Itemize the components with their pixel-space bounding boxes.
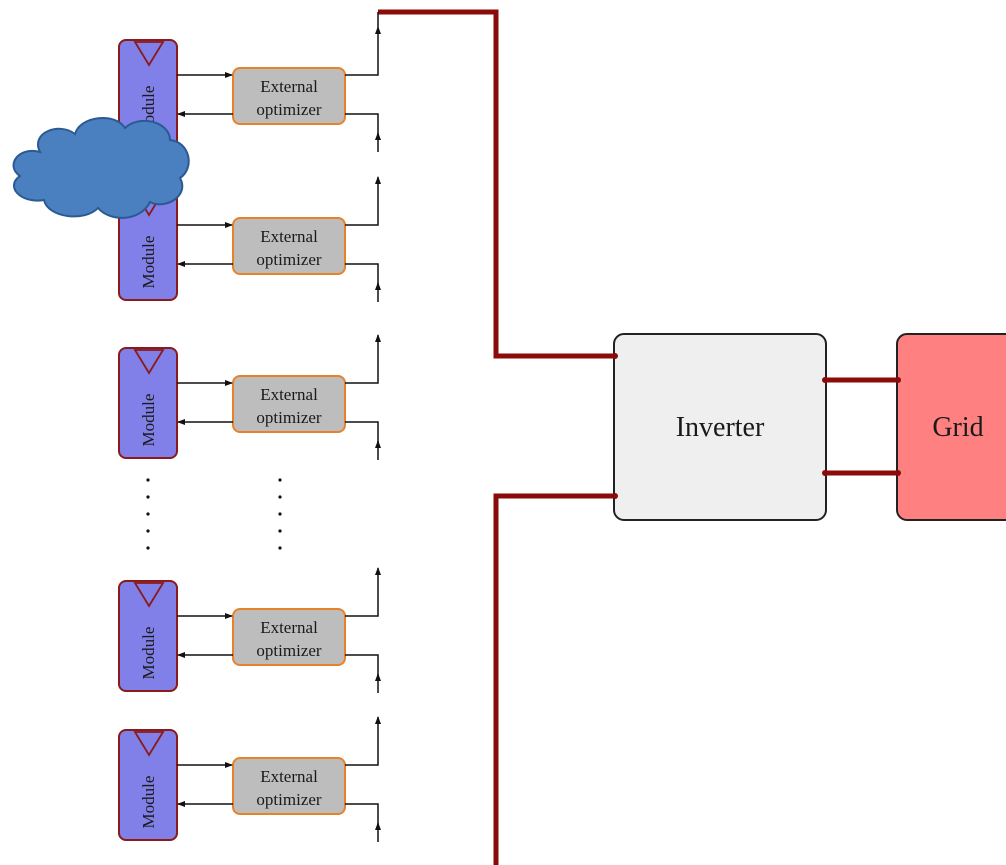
optimizer-label-line2: optimizer — [256, 100, 321, 119]
inverter-block: Inverter — [613, 333, 827, 521]
module-panel — [118, 729, 178, 841]
optimizer-box — [232, 375, 346, 433]
module-label: Module — [139, 236, 158, 289]
module-unit: Module External optimizer — [118, 716, 381, 842]
dc-bus-negative — [493, 493, 615, 865]
optimizer-box — [232, 67, 346, 125]
optimizer-label-line1: External — [260, 227, 318, 246]
module-label: Module — [139, 627, 158, 680]
cloud-icon — [12, 116, 190, 219]
string-wire-down — [345, 263, 379, 302]
string-wire-down — [345, 803, 379, 842]
module-panel — [118, 347, 178, 459]
module-unit: Module External optimizer — [118, 334, 381, 460]
module-symbol-icon — [133, 582, 165, 608]
inverter-label: Inverter — [676, 412, 765, 443]
grid-label: Grid — [932, 412, 983, 443]
optimizer-label-line1: External — [260, 77, 318, 96]
optimizer-label-line1: External — [260, 767, 318, 786]
module-label: Module — [139, 394, 158, 447]
string-wire-up — [345, 716, 381, 766]
optimizer-label-line1: External — [260, 618, 318, 637]
ellipsis-modules — [146, 478, 150, 550]
string-wire-up — [345, 567, 381, 617]
optimizer-box — [232, 608, 346, 666]
string-wire-down — [345, 113, 379, 152]
string-wire-up — [345, 26, 381, 76]
optimizer-box — [232, 217, 346, 275]
ellipsis-optimizers — [278, 478, 282, 550]
string-wire-up — [345, 334, 381, 384]
optimizer-label-line2: optimizer — [256, 790, 321, 809]
grid-block: Grid — [896, 333, 1006, 521]
module-symbol-icon — [133, 731, 165, 757]
string-wire-down — [345, 421, 379, 460]
module-unit: Module External optimizer — [118, 567, 381, 693]
dc-bus — [378, 9, 615, 865]
string-wire-up — [345, 176, 381, 226]
optimizer-label-line2: optimizer — [256, 641, 321, 660]
module-symbol-icon — [133, 349, 165, 375]
string-wire-down — [345, 654, 379, 693]
optimizer-label-line2: optimizer — [256, 408, 321, 427]
ac-lines — [825, 377, 898, 476]
module-panel — [118, 580, 178, 692]
optimizer-label-line2: optimizer — [256, 250, 321, 269]
optimizer-box — [232, 757, 346, 815]
terminal-dots — [612, 353, 901, 499]
dc-bus-positive — [378, 9, 615, 359]
optimizer-label-line1: External — [260, 385, 318, 404]
module-label: Module — [139, 776, 158, 829]
module-symbol-icon — [133, 41, 165, 67]
